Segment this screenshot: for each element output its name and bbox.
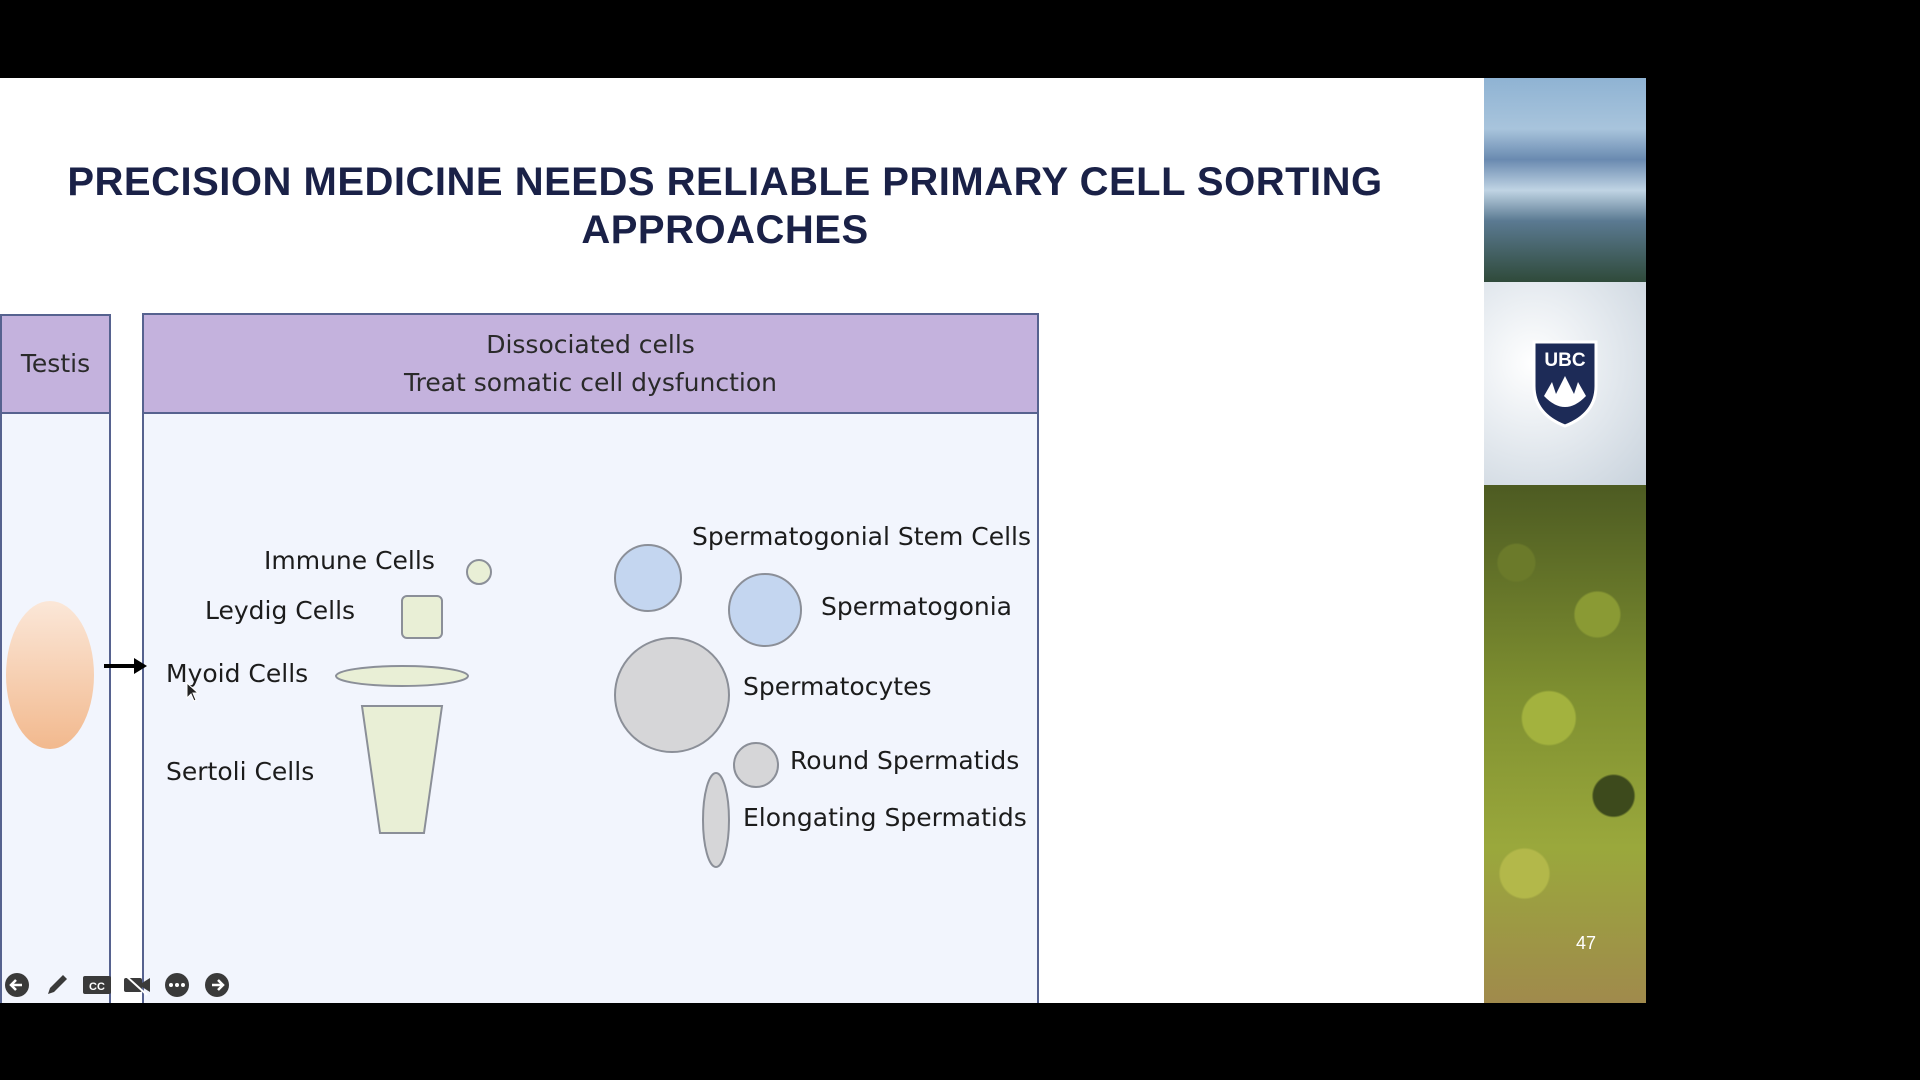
slide-title: PRECISION MEDICINE NEEDS RELIABLE PRIMAR…	[67, 160, 1383, 252]
spermatogonia-label: Spermatogonia	[821, 592, 1013, 621]
dissociated-panel	[142, 414, 1039, 1003]
round-spermatids-label: Round Spermatids	[790, 746, 1020, 775]
svg-text:CC: CC	[89, 981, 105, 993]
next-slide-button[interactable]	[202, 970, 232, 1000]
closed-captions-icon: CC	[83, 976, 111, 994]
leydig-cells-label: Leydig Cells	[205, 596, 356, 625]
sidebar-forest-image: 47	[1484, 485, 1646, 1003]
previous-slide-button[interactable]	[2, 970, 32, 1000]
more-options-button[interactable]	[162, 970, 192, 1000]
myoid-cells-label: Myoid Cells	[166, 659, 309, 688]
elongating-spermatids-label: Elongating Spermatids	[743, 803, 1027, 832]
myoid-cell-shape	[335, 665, 469, 687]
pen-tool-button[interactable]	[42, 970, 72, 1000]
window-top-bar	[0, 0, 1920, 78]
slide: PRECISION MEDICINE NEEDS RELIABLE PRIMAR…	[0, 78, 1646, 1003]
spermatocytes-label: Spermatocytes	[743, 672, 932, 701]
arrow-right-icon	[205, 973, 229, 997]
camera-toggle-button[interactable]	[122, 970, 152, 1000]
sertoli-cell-shape	[360, 705, 444, 834]
svg-text:UBC: UBC	[1544, 350, 1585, 371]
presentation-toolbar: CC	[0, 965, 232, 1003]
arrow-head	[134, 658, 147, 674]
slide-sidebar: UBC 47	[1484, 78, 1646, 1003]
round-spermatid-shape	[733, 742, 779, 788]
captions-button[interactable]: CC	[82, 970, 112, 1000]
testis-shape	[6, 601, 94, 749]
testis-header: Testis	[0, 314, 111, 414]
arrow-left-icon	[5, 973, 29, 997]
window-bottom-bar	[0, 1003, 1920, 1080]
pen-icon	[48, 975, 67, 994]
testis-label: Testis	[20, 349, 91, 378]
dissociated-header: Dissociated cells Treat somatic cell dys…	[142, 313, 1039, 414]
page-number: 47	[1576, 933, 1597, 953]
sidebar-landscape-image	[1484, 78, 1646, 282]
sidebar-cloud-image: UBC	[1484, 282, 1646, 485]
ssc-label: Spermatogonial Stem Cells	[692, 522, 1032, 551]
ubc-logo-icon: UBC	[1532, 340, 1598, 428]
ssc-shape	[614, 544, 682, 612]
immune-cells-label: Immune Cells	[264, 546, 435, 575]
leydig-cell-shape	[401, 595, 443, 639]
video-off-icon	[124, 974, 150, 996]
immune-cell-shape	[466, 559, 492, 585]
dissociated-title: Dissociated cells	[486, 329, 695, 359]
mouse-cursor-icon	[186, 682, 200, 702]
dissociated-subtitle: Treat somatic cell dysfunction	[404, 367, 777, 397]
cell-diagram	[6, 544, 802, 868]
more-icon	[165, 973, 189, 997]
spermatogonia-shape	[728, 573, 802, 647]
sertoli-cells-label: Sertoli Cells	[166, 757, 315, 786]
elongating-spermatid-shape	[702, 772, 730, 868]
spermatocyte-shape	[614, 637, 730, 753]
